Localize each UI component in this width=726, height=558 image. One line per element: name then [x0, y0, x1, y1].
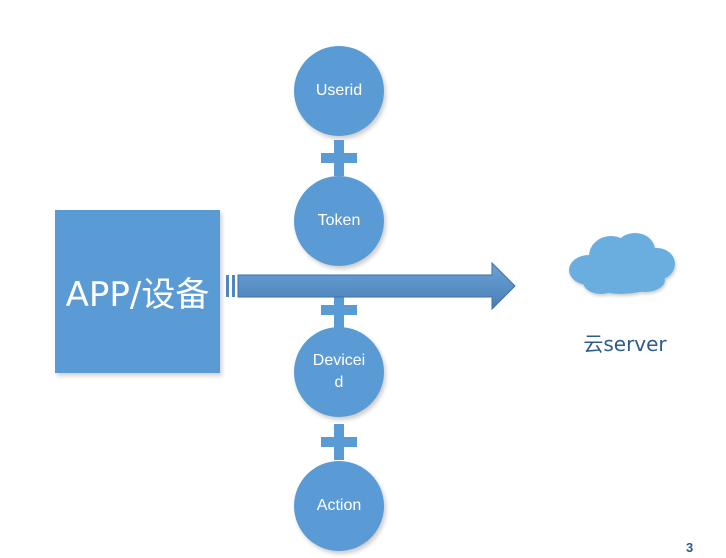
userid-circle: Userid — [294, 46, 384, 136]
token-label: Token — [317, 212, 361, 229]
cloud-icon — [569, 233, 675, 294]
request-arrow — [226, 261, 516, 311]
app-device-box: APP/设备 — [55, 210, 220, 373]
app-device-label: APP/设备 — [65, 275, 210, 315]
userid-label: Userid — [315, 82, 363, 99]
page-number: 3 — [686, 540, 694, 555]
plus-icon — [321, 424, 357, 460]
cloud-server-label: 云server — [583, 332, 667, 356]
plus-icon — [321, 140, 357, 176]
plus-icon — [321, 292, 357, 328]
action-label: Action — [316, 497, 362, 514]
action-circle: Action — [294, 461, 384, 551]
deviceid-circle: Deviceid — [294, 327, 384, 417]
token-circle: Token — [294, 176, 384, 266]
deviceid-label: Deviceid — [312, 352, 366, 391]
